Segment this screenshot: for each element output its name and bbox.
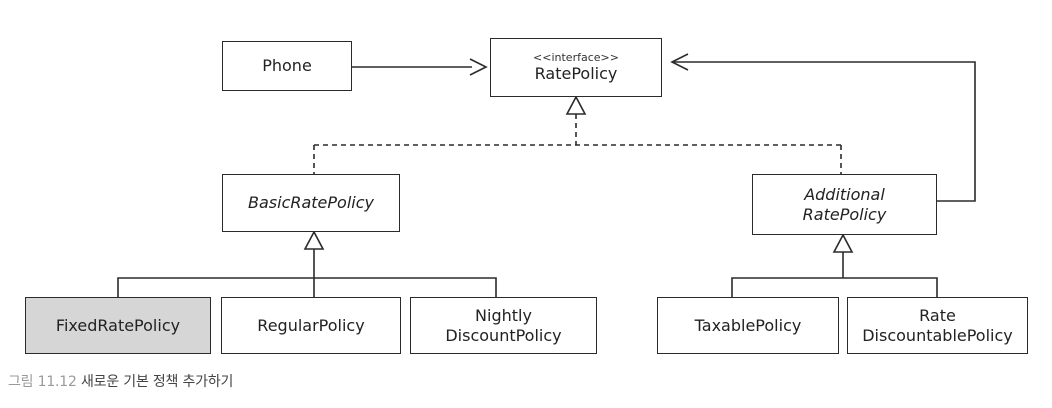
class-name: Rate DiscountablePolicy <box>862 305 1013 345</box>
phone-association-arrowhead <box>469 58 488 76</box>
class-name: BasicRatePolicy <box>248 193 374 212</box>
additional-association-line <box>672 61 976 202</box>
additional-inherit-triangle <box>832 233 854 253</box>
class-name: RegularPolicy <box>257 315 365 335</box>
realization-triangle <box>565 95 587 115</box>
class-name: Additional RatePolicy <box>802 184 887 224</box>
class-additional-rate-policy: Additional RatePolicy <box>752 174 937 235</box>
basic-inherit-bar <box>117 277 497 297</box>
class-name: RatePolicy <box>534 64 618 83</box>
class-taxable-policy: TaxablePolicy <box>657 297 839 354</box>
additional-association-arrowhead <box>670 53 689 71</box>
class-basic-rate-policy: BasicRatePolicy <box>222 174 400 232</box>
figure-caption: 그림 11.12 새로운 기본 정책 추가하기 <box>8 371 233 391</box>
class-name: Nightly DiscountPolicy <box>445 305 562 345</box>
class-name: FixedRatePolicy <box>55 315 181 335</box>
stereotype-label: <<interface>> <box>533 51 619 64</box>
class-regular-policy: RegularPolicy <box>221 297 401 354</box>
class-name: TaxablePolicy <box>694 315 802 335</box>
class-fixed-rate-policy: FixedRatePolicy <box>25 297 211 354</box>
figure-number: 그림 11.12 <box>8 374 77 390</box>
class-rate-policy: <<interface>> RatePolicy <box>490 38 662 97</box>
figure-caption-text: 새로운 기본 정책 추가하기 <box>80 374 234 390</box>
class-rate-discountable-policy: Rate DiscountablePolicy <box>847 297 1028 354</box>
class-phone: Phone <box>222 41 352 91</box>
class-nightly-discount-policy: Nightly DiscountPolicy <box>410 297 597 354</box>
additional-inherit-bar <box>731 277 938 297</box>
class-name: Phone <box>262 56 312 75</box>
basic-inherit-triangle <box>303 230 325 250</box>
